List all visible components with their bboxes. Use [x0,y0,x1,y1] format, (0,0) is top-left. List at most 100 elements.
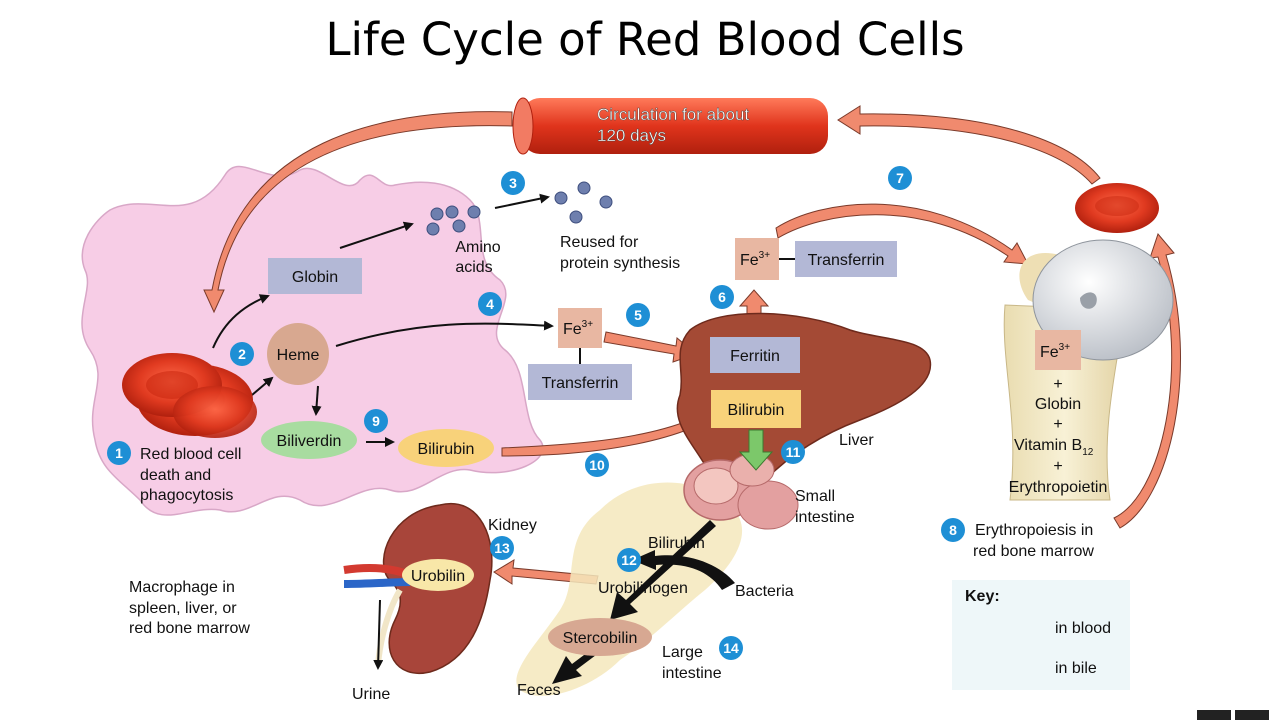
amino-acid-dots [426,181,613,236]
bilirubin-ellipse [398,429,494,467]
step-badge-6: 6 [710,285,734,309]
large-intestine-label-1: Large [662,644,703,661]
fe-label-bone: Fe3+ [1040,342,1070,361]
rbc-death-label-1: Red blood cell [140,446,241,463]
heme-label: Heme [277,347,320,364]
large-intestine-label-2: intestine [662,665,722,682]
step-badge-13: 13 [490,536,514,560]
svg-text:8: 8 [949,522,957,538]
key-blood-label: in blood [1055,620,1111,637]
intestine-arrows [552,520,735,684]
step-badge-4: 4 [478,292,502,316]
svg-text:1: 1 [115,445,123,461]
rbc-death-label-3: phagocytosis [140,487,233,504]
bone-epo: Erythropoietin [1009,479,1108,496]
macrophage-caption-2: spleen, liver, or [129,600,237,617]
urobilin-ellipse [402,559,474,591]
key-bile-label: in bile [1055,660,1097,677]
rbc-cluster [122,353,257,438]
macrophage-caption-3: red bone marrow [129,620,250,637]
step-badge-5: 5 [626,303,650,327]
macrophage-arrows [212,193,554,447]
step-badge-8: 8 [941,518,965,542]
transferrin-label-left: Transferrin [542,375,619,392]
circulation-text-1: Circulation for about [597,105,749,124]
bone-plus-2: + [1053,416,1062,433]
kidney [343,502,493,675]
small-intestine-label-2: intestine [795,509,855,526]
fe-box-bone [1035,330,1081,370]
step-badge-9: 9 [364,409,388,433]
step-badge-7: 7 [888,166,912,190]
erythropoiesis-label-1: Erythropoiesis in [975,522,1093,539]
step-badge-1: 1 [107,441,131,465]
svg-text:2: 2 [238,346,246,362]
step-badge-11: 11 [781,440,805,464]
svg-text:7: 7 [896,170,904,186]
step-badge-10: 10 [585,453,609,477]
small-intestine-label-1: Small [795,488,835,505]
globin-box [268,258,362,294]
bone-globin: Globin [1035,396,1081,413]
key-title: Key: [965,588,1000,605]
amino-label-2: acids [455,259,492,276]
macrophage-caption-1: Macrophage in [129,579,235,596]
amino-label-1: Amino [455,239,500,256]
erythropoiesis-label-2: red bone marrow [973,543,1094,560]
transferrin-box-left [528,364,632,400]
rbc-death-label-2: death and [140,467,211,484]
step-badge-12: 12 [617,548,641,572]
slide-control-left[interactable] [1197,710,1231,720]
bone-plus-1: + [1053,376,1062,393]
step-badge-14: 14 [719,636,743,660]
step-badge-3: 3 [501,171,525,195]
liver-label: Liver [839,432,874,449]
fe-label-top: Fe3+ [740,250,770,269]
page-title: Life Cycle of Red Blood Cells [325,13,964,66]
blood-vessel: Circulation for about 120 days [512,97,828,155]
bone-vitamin: Vitamin B12 [1014,437,1094,458]
svg-text:4: 4 [486,296,494,312]
transferrin-label-top: Transferrin [808,252,885,269]
svg-text:5: 5 [634,307,642,323]
fe-box-top [735,238,779,280]
svg-text:14: 14 [723,640,739,656]
reuse-label-1: Reused for [560,234,639,251]
biliverdin-ellipse [261,421,357,459]
feces-label: Feces [517,682,561,699]
step-badge-2: 2 [230,342,254,366]
svg-text:10: 10 [589,457,605,473]
bilirubin-label: Bilirubin [418,441,475,458]
svg-text:13: 13 [494,540,510,556]
fe-box-left [558,308,602,348]
biliverdin-label: Biliverdin [277,433,342,450]
transferrin-box-top [795,241,897,277]
urobilin-label: Urobilin [411,568,465,585]
globin-label: Globin [292,269,338,286]
liver-bilirubin-box [711,390,801,428]
ferritin-label: Ferritin [730,348,780,365]
heme-circle [267,323,329,385]
slide-control-right[interactable] [1235,710,1269,720]
bone [1003,239,1174,501]
stercobilin-ellipse [548,618,652,656]
reuse-label-2: protein synthesis [560,255,680,272]
svg-text:6: 6 [718,289,726,305]
liver-bilirubin-label: Bilirubin [728,402,785,419]
ferritin-box [710,337,800,373]
intestine-bilirubin: Bilirubin [648,535,705,552]
urobilinogen-label: Urobilinogen [598,580,688,597]
svg-text:11: 11 [786,444,801,460]
bone-plus-3: + [1053,458,1062,475]
new-rbc [1075,183,1159,233]
kidney-label: Kidney [488,517,537,534]
stercobilin-label: Stercobilin [563,630,638,647]
key-box [952,580,1130,690]
svg-text:3: 3 [509,175,517,191]
step-badges: 1 2 3 4 5 6 7 8 9 10 11 12 13 14 [107,166,965,660]
svg-text:9: 9 [372,413,380,429]
bacteria-label: Bacteria [735,583,794,600]
circulation-text-2: 120 days [597,126,666,145]
